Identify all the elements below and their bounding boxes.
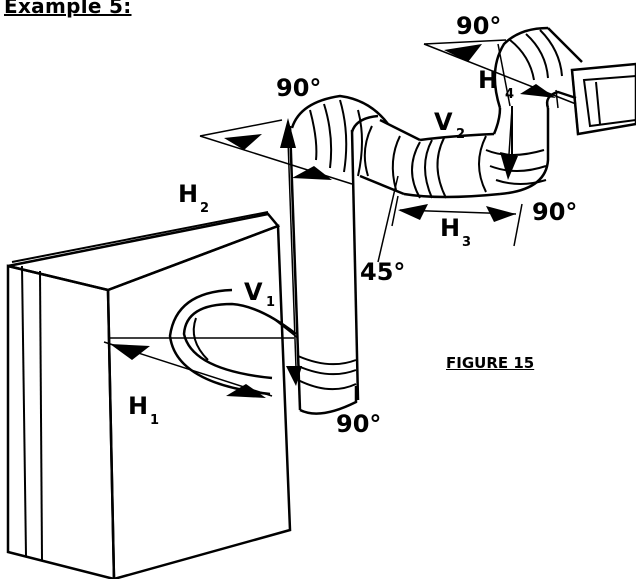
- h1-label: H: [128, 392, 148, 420]
- h3-arrow-right: [486, 206, 516, 222]
- diagram-labels: 90° 90° 90° 45° 90° H 4 V 2 H 2 H 3 V 1 …: [128, 12, 577, 438]
- angle-label-right: 90°: [532, 198, 577, 226]
- angle-label-45: 45°: [360, 258, 405, 286]
- h3-arrow-left: [398, 204, 428, 220]
- h2-arrow-left: [224, 134, 262, 150]
- vertical-riser: [288, 125, 360, 415]
- example-title: Example 5:: [4, 0, 132, 18]
- riser-arrow-top: [280, 118, 296, 148]
- v2-subscript: 2: [456, 127, 465, 142]
- h4-subscript: 4: [505, 87, 514, 102]
- h2-subscript: 2: [200, 201, 209, 216]
- h3-subscript: 3: [462, 235, 471, 250]
- v1-subscript: 1: [266, 295, 275, 310]
- h4-label: H: [478, 66, 498, 94]
- upper-duct-to-register: [493, 26, 583, 109]
- h4-arrow-left: [444, 44, 482, 62]
- riser-arrow-bottom: [286, 366, 302, 386]
- h1-arrow-right: [226, 384, 266, 398]
- horizontal-duct-run: [359, 118, 501, 199]
- angle-label-top-right: 90°: [456, 12, 501, 40]
- wall-register: [570, 62, 636, 136]
- v2-label: V: [434, 108, 453, 136]
- dimension-arrows: [103, 39, 577, 398]
- h1-arrow-left: [110, 344, 150, 360]
- top-elbow: [290, 94, 389, 177]
- figure-caption: FIGURE 15: [446, 354, 535, 372]
- h1-subscript: 1: [150, 413, 159, 428]
- h2-arrow-right: [292, 166, 332, 180]
- angle-label-bottom: 90°: [336, 410, 381, 438]
- right-elbow-riser: [485, 106, 550, 196]
- furnace-cabinet: [6, 211, 292, 579]
- internal-elbow: [110, 288, 297, 396]
- angle-label-top-left: 90°: [276, 74, 321, 102]
- h4-arrow-right: [520, 84, 556, 98]
- h3-label: H: [440, 214, 460, 242]
- v1-label: V: [244, 278, 263, 306]
- h2-label: H: [178, 180, 198, 208]
